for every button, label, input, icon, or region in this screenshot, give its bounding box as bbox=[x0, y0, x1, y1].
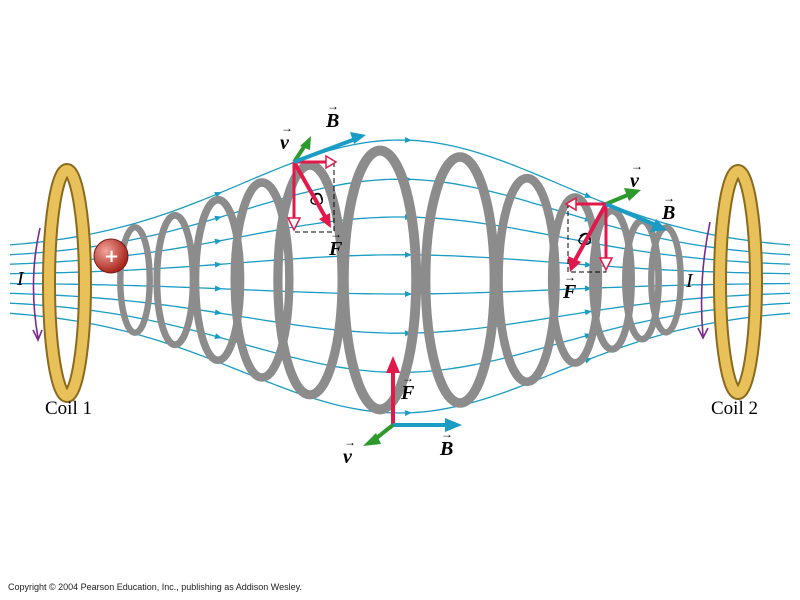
helix-loop bbox=[338, 145, 422, 415]
field-line bbox=[9, 139, 791, 246]
force-diagram-bottom bbox=[363, 356, 462, 446]
field-direction-arrow bbox=[404, 251, 412, 258]
velocity-label-left: v bbox=[280, 121, 293, 155]
current-label-right: I bbox=[686, 270, 693, 292]
field-direction-arrow bbox=[214, 309, 222, 316]
field-direction-arrow bbox=[584, 192, 592, 198]
field-direction-arrow bbox=[584, 261, 592, 268]
coil-2 bbox=[713, 164, 763, 400]
current-label-left: I bbox=[17, 268, 24, 290]
field-direction-arrow bbox=[404, 136, 412, 143]
helix-loop bbox=[589, 207, 635, 353]
field-label-bottom: B bbox=[440, 427, 453, 461]
coil-1 bbox=[42, 163, 92, 403]
helix-loop bbox=[191, 195, 245, 365]
field-direction-arrow bbox=[214, 215, 222, 222]
coil-2-label: Coil 2 bbox=[711, 398, 758, 419]
force-diagram-left bbox=[286, 132, 366, 233]
field-direction-arrow bbox=[214, 261, 222, 268]
force-diagram-right bbox=[564, 188, 667, 273]
field-direction-arrow bbox=[404, 410, 412, 417]
field-direction-arrow bbox=[404, 291, 412, 298]
coil-1-label: Coil 1 bbox=[45, 398, 92, 419]
helix-loop bbox=[117, 224, 153, 336]
current-arrow-right bbox=[697, 221, 711, 340]
force-label-left: F bbox=[329, 227, 342, 261]
velocity-label-right: v bbox=[630, 159, 643, 193]
field-direction-arrow bbox=[214, 333, 222, 340]
positive-charge: + bbox=[93, 238, 129, 274]
helical-trajectory bbox=[117, 145, 684, 415]
field-line bbox=[9, 282, 791, 295]
field-direction-arrow bbox=[214, 238, 222, 245]
field-direction-arrow bbox=[584, 285, 592, 292]
svg-text:+: + bbox=[104, 246, 119, 267]
helix-loop bbox=[230, 178, 294, 382]
force-label-bottom: F bbox=[401, 371, 414, 405]
field-line bbox=[9, 302, 791, 374]
field-direction-arrow bbox=[584, 309, 592, 316]
copyright-notice: Copyright © 2004 Pearson Education, Inc.… bbox=[8, 582, 302, 592]
field-line bbox=[9, 312, 791, 414]
velocity-label-bottom: v bbox=[343, 435, 356, 469]
force-label-right: F bbox=[563, 270, 576, 304]
field-direction-arrow bbox=[214, 285, 222, 292]
field-label-left: B bbox=[326, 99, 339, 133]
helix-loop bbox=[648, 224, 684, 336]
helix-loop bbox=[547, 193, 603, 367]
helix-loop bbox=[420, 152, 500, 408]
field-label-right: B bbox=[662, 191, 675, 225]
helix-loop bbox=[494, 173, 560, 387]
current-arrow-left bbox=[32, 227, 43, 342]
